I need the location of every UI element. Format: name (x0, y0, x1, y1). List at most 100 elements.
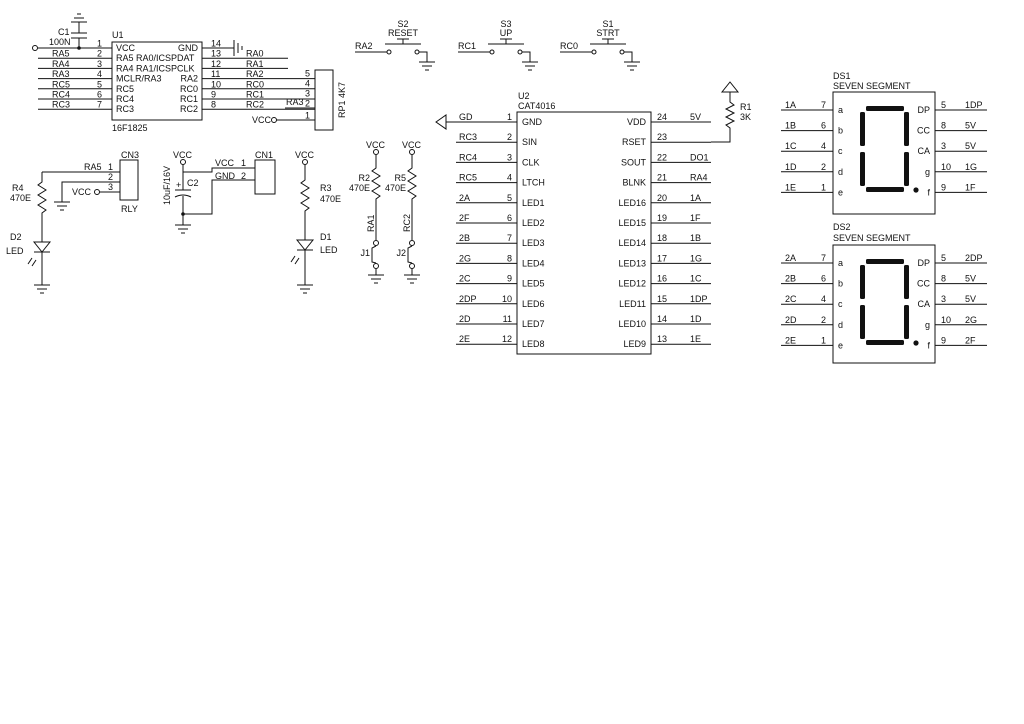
ds2-net-left-2: 2C (785, 294, 797, 304)
cn1-body (254, 159, 276, 195)
u1-pin-right-4: 10 (211, 79, 221, 89)
u2-name-left-8: LED5 (522, 279, 545, 289)
u1-name-left-3: MCLR/RA3 (116, 74, 162, 84)
u2-net-left-4: 2A (459, 193, 470, 203)
rp1-ref: RP1 4K7 (337, 82, 347, 118)
u2-pin-right-10: 14 (657, 314, 667, 324)
u2-net-right-7: 1G (690, 253, 702, 263)
u1-pin-right-3: 11 (211, 69, 220, 79)
r2-net: RA1 (366, 214, 376, 232)
u2-name-left-5: LED2 (522, 218, 545, 228)
u2-pin-right-0: 24 (657, 112, 667, 122)
u1-vcc-terminal (32, 45, 38, 51)
r5-value: 470E (385, 183, 406, 193)
ds2-net-right-1: 5V (965, 274, 976, 284)
c2-vcc-terminal (180, 159, 186, 165)
u1-pin-left-0: 1 (97, 39, 102, 49)
ds2-net-left-3: 2D (785, 315, 797, 325)
c2-vcc-label: VCC (173, 150, 193, 160)
cn3-ref: CN3 (121, 150, 139, 160)
u2-pin-right-8: 16 (657, 274, 667, 284)
d1-emit-1 (290, 255, 296, 263)
d1-led-triangle (295, 239, 315, 251)
switch-name-2: STRT (596, 28, 620, 38)
ds1-segment-c (904, 152, 909, 186)
ds2-net-right-2: 5V (965, 294, 976, 304)
r3-vcc-terminal (302, 159, 308, 165)
ds2-net-right-3: 2G (965, 315, 977, 325)
u2-pin-left-1: 2 (507, 132, 512, 142)
r4-ref: R4 (12, 183, 24, 193)
u2-body (516, 111, 652, 355)
ds1-segment-dp (913, 187, 919, 193)
u2-name-left-2: CLK (522, 157, 540, 167)
ds2-pin-left-1: 6 (821, 274, 826, 284)
u2-pin-right-6: 18 (657, 233, 667, 243)
ds2-segment-c (904, 305, 909, 339)
c2-junction (181, 212, 185, 216)
u2-name-left-0: GND (522, 117, 543, 127)
u2-pin-right-1: 23 (657, 132, 667, 142)
u2-net-left-5: 2F (459, 213, 470, 223)
ds2-seg-left-0: a (838, 258, 843, 268)
u1-pin-right-5: 9 (211, 90, 216, 100)
u2-net-right-8: 1C (690, 274, 702, 284)
u2-gnd-flag (435, 114, 447, 130)
r3-d1-power-led: VCC R3 470E D1 LED (290, 150, 341, 294)
r3-ref: R3 (320, 183, 332, 193)
ds1-pin-left-0: 7 (821, 100, 826, 110)
r5-vcc-terminal (409, 149, 415, 155)
u1-net-left-3: RA3 (52, 69, 70, 79)
ds2-pin-right-3: 10 (941, 315, 951, 325)
ds1-net-right-4: 1F (965, 182, 976, 192)
cn3-gnd-wire (61, 181, 120, 202)
u1-net-right-1: RA0 (246, 49, 264, 59)
u2-name-right-8: LED12 (618, 279, 646, 289)
switch-ref-2: S1 (602, 19, 613, 29)
u1-net-left-1: RA5 (52, 49, 70, 59)
r2-vcc-terminal (373, 149, 379, 155)
r1-resistor (711, 92, 736, 143)
ds2-net-right-0: 2DP (965, 253, 983, 263)
cn1-ref: CN1 (255, 150, 273, 160)
u1-pin-right-2: 12 (211, 59, 221, 69)
cn1-pin-1: 1 (241, 158, 246, 168)
u2-pin-left-0: 1 (507, 112, 512, 122)
c1-value: 100N (49, 37, 71, 47)
r3-resistor (300, 165, 310, 240)
c2-gnd-wire (183, 179, 255, 215)
r1-supply-arrow (720, 81, 740, 93)
d2-emit-2 (31, 259, 37, 267)
u2-net-right-10: 1D (690, 314, 702, 324)
r5-net: RC2 (402, 214, 412, 232)
switch-gnd-wire-0 (419, 51, 428, 62)
u1-name-right-3: RA2 (180, 74, 198, 84)
ds1-net-right-3: 1G (965, 162, 977, 172)
ds2-pin-left-0: 7 (821, 253, 826, 263)
rp1-pin-3: 2 (305, 99, 310, 109)
u2-net-right-3: RA4 (690, 173, 708, 183)
u1-net-left-6: RC3 (52, 100, 70, 110)
u1-name-right-5: RC1 (180, 94, 198, 104)
ds2-net-left-1: 2B (785, 274, 796, 284)
u2-name-right-7: LED13 (618, 258, 646, 268)
u2-pin-right-7: 17 (657, 253, 667, 263)
r4-resistor (37, 172, 47, 242)
u2-pin-left-8: 9 (507, 274, 512, 284)
r2-jumper-pin-bottom (373, 263, 379, 269)
cn3-pin-3: 3 (108, 182, 113, 192)
r2-jumper-link (371, 245, 377, 264)
d2-led-triangle (32, 241, 52, 253)
rp1-pin-4: 1 (305, 111, 310, 121)
r2-jumper-ref: J1 (360, 248, 370, 258)
switch-net-2: RC0 (560, 41, 578, 51)
c2-vcc-wire (182, 165, 255, 173)
